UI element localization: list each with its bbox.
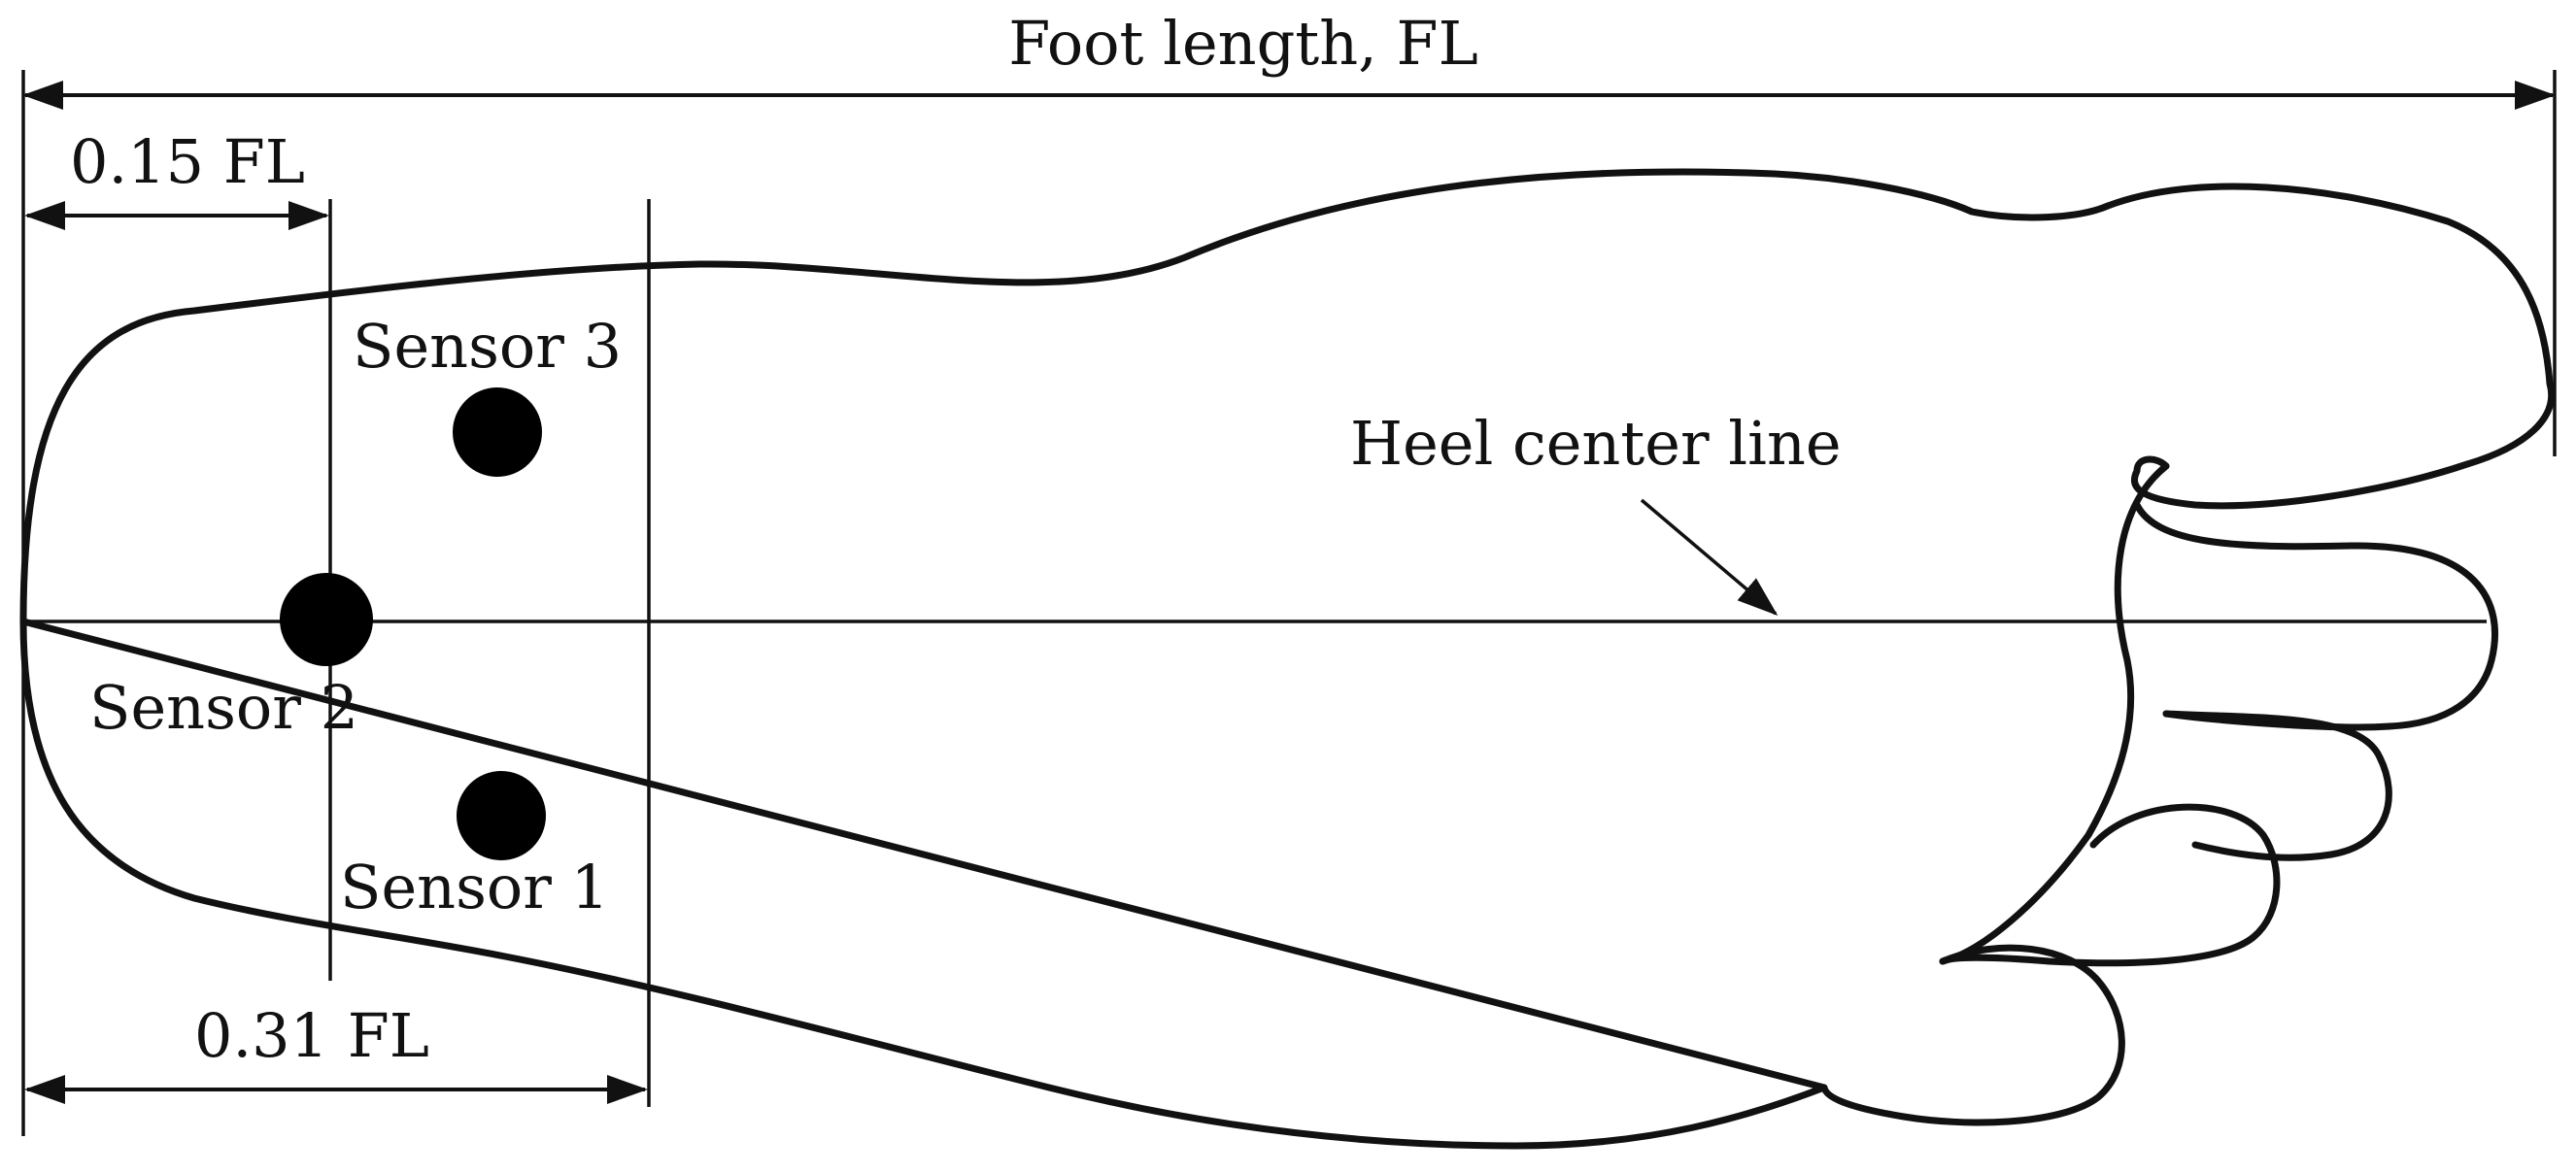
dim-015-group: 0.15 FL [24,126,332,981]
sensor-1-label: Sensor 1 [340,852,609,922]
foot-outline [19,168,2556,1150]
toe-little-outline [1820,944,2125,1126]
toe-second-outline [2133,501,2498,731]
heel-center-line-group: Heel center line [23,408,2487,623]
sensor-2-label: Sensor 2 [89,672,358,743]
toe-fourth-outline [1939,803,2281,967]
heel-center-line-pointer [1640,498,1779,616]
dim-015-label: 0.15 FL [70,126,305,197]
toe-big-inner-outline [1939,462,2170,965]
foot-bottom-outline [19,618,1828,1150]
foot-length-label: Foot length, FL [1008,8,1478,79]
foot-length-dimension: Foot length, FL [21,8,2557,1136]
dim-031-group: 0.31 FL [24,199,651,1107]
toe-third-outline [2162,710,2392,861]
foot-body-outline [19,168,2556,625]
sensor-2-dot [280,573,373,666]
heel-center-line-label: Heel center line [1350,408,1842,479]
sensors: Sensor 3 Sensor 2 Sensor 1 [89,311,622,922]
sensor-3-label: Sensor 3 [353,311,622,382]
sensor-1-dot [457,771,546,860]
dim-031-label: 0.31 FL [194,1000,429,1071]
sensor-3-dot [453,387,542,477]
